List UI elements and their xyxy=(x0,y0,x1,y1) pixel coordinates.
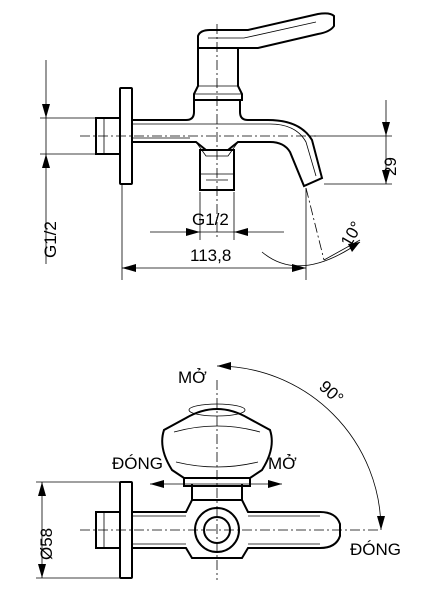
side-view: G1/2 G1/2 113,8 29 10° xyxy=(40,12,400,280)
label-close-left: ĐÓNG xyxy=(112,454,163,473)
label-open-right: MỞ xyxy=(268,454,297,473)
angle-label: 10° xyxy=(337,218,366,250)
valve-bonnet xyxy=(193,47,243,101)
lever-handle xyxy=(197,12,335,49)
label-close-bottom: ĐÓNG xyxy=(350,540,401,559)
thread-label-horizontal: G1/2 xyxy=(192,210,229,229)
top-body xyxy=(131,499,341,559)
angle-dim-arc xyxy=(261,241,361,267)
label-open-top: MỞ xyxy=(178,368,207,387)
rotation-angle-label: 90° xyxy=(315,377,347,408)
body-pipe xyxy=(131,99,324,188)
height-label: 29 xyxy=(381,157,400,176)
top-view: Ø58 90° MỞ ĐÓNG MỞ ĐÓNG xyxy=(36,362,401,580)
length-label: 113,8 xyxy=(190,246,231,265)
thread-label-vertical: G1/2 xyxy=(41,221,60,258)
diameter-label: Ø58 xyxy=(37,528,56,560)
knob xyxy=(161,408,273,479)
rotation-arc xyxy=(216,365,382,531)
